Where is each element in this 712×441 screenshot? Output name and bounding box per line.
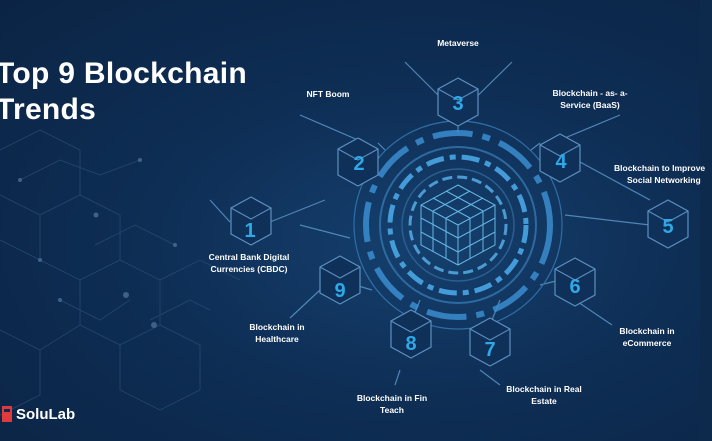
title-line-1: Top 9 Blockchain xyxy=(0,57,247,90)
cube-8-number: 8 xyxy=(405,333,416,355)
cube-3: 3 xyxy=(437,77,479,127)
cube-5: 5 xyxy=(647,199,689,249)
trend-label-3: Metaverse xyxy=(437,38,479,48)
cube-9: 9 xyxy=(319,255,361,305)
brand-logo-icon xyxy=(2,406,12,422)
cube-5-number: 5 xyxy=(662,216,673,238)
cube-7-number: 7 xyxy=(484,339,495,361)
center-hub xyxy=(353,120,563,330)
cube-8: 8 xyxy=(390,309,432,359)
trend-label-7: Blockchain in Real Estate xyxy=(506,384,582,406)
cube-1-number: 1 xyxy=(244,220,255,242)
cube-2-number: 2 xyxy=(353,153,364,175)
trend-label-8: Blockchain in Fin Teach xyxy=(356,393,428,415)
trend-label-1: Central Bank Digital Currencies (CBDC) xyxy=(208,252,290,274)
title-line-2: Trends xyxy=(0,93,97,126)
brand-name: SoluLab xyxy=(16,405,76,423)
cube-7: 7 xyxy=(469,317,511,367)
background-nodes xyxy=(18,158,177,328)
cube-6-number: 6 xyxy=(569,276,580,298)
trend-label-5: Blockchain to Improve Social Networking xyxy=(614,163,706,185)
background-circuit-lines xyxy=(0,129,241,416)
brand-logo: SoluLab xyxy=(2,403,75,425)
trend-label-2: NFT Boom xyxy=(306,89,350,99)
center-cube-cluster xyxy=(420,184,496,266)
trend-label-6: Blockchain in eCommerce xyxy=(619,326,675,348)
cube-6: 6 xyxy=(554,257,596,307)
cube-3-number: 3 xyxy=(452,93,463,115)
cube-4: 4 xyxy=(539,133,581,183)
cube-4-number: 4 xyxy=(555,151,567,173)
trend-label-4: Blockchain - as- a- Service (BaaS) xyxy=(552,88,628,110)
trend-label-9: Blockchain in Healthcare xyxy=(249,322,305,344)
cube-2: 2 xyxy=(337,137,379,187)
page-title: Top 9 Blockchain Trends xyxy=(0,56,247,128)
cube-9-number: 9 xyxy=(334,280,345,302)
cube-1: 1 xyxy=(230,196,272,246)
